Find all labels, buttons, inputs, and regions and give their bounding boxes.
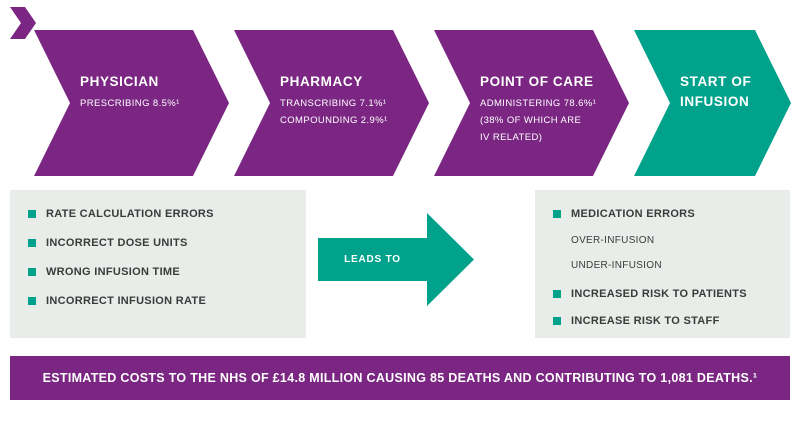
list-item: INCORRECT DOSE UNITS (28, 237, 298, 249)
list-item-label: INCREASE RISK TO STAFF (571, 315, 720, 327)
list-item-label: INCORRECT INFUSION RATE (46, 295, 207, 307)
list-item: RATE CALCULATION ERRORS (28, 208, 298, 220)
corner-chevron-decoration (10, 7, 36, 39)
list-sub-item: OVER-INFUSION (571, 235, 655, 246)
bullet-square-icon (28, 297, 36, 305)
infusion-errors-list: RATE CALCULATION ERRORS INCORRECT DOSE U… (10, 190, 306, 338)
list-item: WRONG INFUSION TIME (28, 266, 298, 278)
process-step-start-of-infusion: START OF INFUSION (634, 30, 791, 176)
bullet-square-icon (553, 210, 561, 218)
list-item-label: WRONG INFUSION TIME (46, 266, 181, 278)
process-step-title: PHYSICIAN (80, 74, 159, 89)
list-item-label: RATE CALCULATION ERRORS (46, 208, 214, 220)
list-item-label: MEDICATION ERRORS (571, 208, 696, 220)
process-step-detail: ADMINISTERING 78.6%¹ (38% OF WHICH ARE I… (480, 98, 597, 144)
consequences-list: MEDICATION ERRORS OVER-INFUSION UNDER-IN… (535, 190, 790, 338)
list-item: INCORRECT INFUSION RATE (28, 295, 298, 307)
process-step-title: START OF INFUSION (680, 74, 752, 110)
leads-to-arrow: LEADS TO (318, 213, 474, 306)
nhs-costs-text: ESTIMATED COSTS TO THE NHS OF £14.8 MILL… (42, 371, 758, 385)
nhs-costs-banner: ESTIMATED COSTS TO THE NHS OF £14.8 MILL… (10, 356, 790, 400)
leads-to-label: LEADS TO (344, 254, 401, 265)
bullet-square-icon (28, 268, 36, 276)
bullet-square-icon (28, 239, 36, 247)
process-step-pharmacy: PHARMACY TRANSCRIBING 7.1%¹ COMPOUNDING … (234, 30, 429, 176)
bullet-square-icon (28, 210, 36, 218)
list-item: INCREASED RISK TO PATIENTS (553, 288, 782, 300)
process-step-detail: PRESCRIBING 8.5%¹ (80, 98, 180, 110)
process-step-physician: PHYSICIAN PRESCRIBING 8.5%¹ (34, 30, 229, 176)
list-item: INCREASE RISK TO STAFF (553, 315, 782, 327)
list-item: MEDICATION ERRORS (553, 208, 782, 220)
process-step-title: PHARMACY (280, 74, 363, 89)
bullet-square-icon (553, 290, 561, 298)
process-step-point-of-care: POINT OF CARE ADMINISTERING 78.6%¹ (38% … (434, 30, 629, 176)
list-item-label: INCREASED RISK TO PATIENTS (571, 288, 747, 300)
process-step-title: POINT OF CARE (480, 74, 594, 89)
list-sub-item: UNDER-INFUSION (571, 260, 662, 271)
bullet-square-icon (553, 317, 561, 325)
process-step-detail: TRANSCRIBING 7.1%¹ COMPOUNDING 2.9%¹ (280, 98, 388, 127)
list-item-label: INCORRECT DOSE UNITS (46, 237, 188, 249)
